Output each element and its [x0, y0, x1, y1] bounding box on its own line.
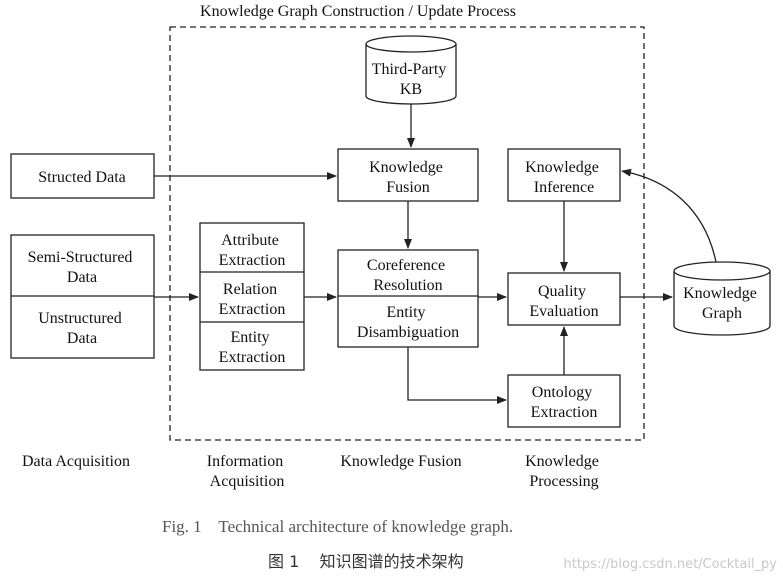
svg-text:Ontology Extraction: Ontology Extraction	[531, 384, 598, 421]
node-label: Ontology	[532, 384, 592, 401]
node-label: Third-Party	[372, 61, 447, 78]
svg-text:Coreference Resolution: Coreference Resolution	[367, 257, 449, 294]
svg-text:Entity Disambiguation: Entity Disambiguation	[357, 304, 459, 341]
node-label: Attribute	[221, 232, 279, 249]
arrow-graph-to-inference	[621, 168, 717, 263]
svg-text:Knowledge Fusion: Knowledge Fusion	[369, 159, 447, 196]
node-label: Knowledge	[525, 159, 599, 176]
node-label: Fusion	[386, 179, 430, 196]
node-label: Semi-Structured	[28, 249, 133, 266]
node-label: Coreference	[367, 257, 445, 274]
flow-arrows	[154, 104, 717, 404]
node-label: Inference	[534, 179, 594, 196]
stage-label-line: Acquisition	[210, 473, 285, 490]
node-label: Disambiguation	[357, 324, 459, 341]
svg-text:Knowledge Inference: Knowledge Inference	[525, 159, 603, 196]
quality-evaluation-box: Quality Evaluation	[507, 272, 621, 326]
node-label: Extraction	[531, 404, 598, 421]
node-label: Extraction	[219, 252, 286, 269]
watermark: https://blog.csdn.net/Cocktail_py	[564, 557, 778, 572]
node-label: Data	[67, 269, 97, 286]
construction-process-boundary	[169, 26, 645, 441]
information-extraction-stack: Attribute Extraction Relation Extraction…	[199, 222, 305, 371]
svg-text:Relation Extraction: Relation Extraction	[219, 281, 286, 318]
stage-label-line: Processing	[529, 473, 598, 490]
figure-caption-en: Fig. 1 Technical architecture of knowled…	[162, 517, 513, 536]
knowledge-inference-box: Knowledge Inference	[507, 148, 621, 202]
node-label: Unstructured	[38, 310, 122, 327]
node-label: KB	[400, 81, 422, 98]
svg-text:Entity Extraction: Entity Extraction	[219, 329, 286, 366]
node-label: Relation	[223, 281, 277, 298]
stage-label-line: Knowledge	[525, 453, 599, 470]
stage-label-line: Information	[207, 453, 283, 470]
semi-unstructured-data-box: Semi-Structured Data Unstructured Data	[10, 234, 155, 359]
node-label: Knowledge	[369, 159, 443, 176]
svg-text:Third-Party KB: Third-Party KB	[372, 61, 451, 98]
knowledge-graph-database: Knowledge Graph	[673, 261, 771, 336]
knowledge-fusion-box: Knowledge Fusion	[337, 148, 479, 202]
third-party-kb-database: Third-Party KB	[365, 35, 457, 105]
node-label: Graph	[702, 305, 742, 322]
stage-label-knowledge-processing: Knowledge Processing	[525, 453, 603, 490]
node-label: Quality	[538, 283, 586, 300]
structed-data-box: Structed Data	[10, 153, 155, 199]
node-label: Data	[67, 330, 97, 347]
ontology-extraction-box: Ontology Extraction	[507, 374, 621, 428]
svg-text:Attribute Extraction: Attribute Extraction	[219, 232, 286, 269]
stage-label-data-acquisition: Data Acquisition	[22, 453, 130, 470]
node-label: Resolution	[373, 277, 442, 294]
node-label: Evaluation	[529, 303, 598, 320]
coreference-disambiguation-box: Coreference Resolution Entity Disambigua…	[337, 249, 479, 348]
svg-text:Knowledge Graph: Knowledge Graph	[683, 285, 761, 322]
svg-text:Unstructured Data: Unstructured Data	[38, 310, 126, 347]
stage-label-knowledge-fusion: Knowledge Fusion	[340, 453, 461, 470]
svg-text:Quality Evaluation: Quality Evaluation	[529, 283, 598, 320]
stage-label-information-acquisition: Information Acquisition	[207, 453, 287, 490]
svg-text:Semi-Structured Data: Semi-Structured Data	[28, 249, 137, 286]
node-label: Extraction	[219, 349, 286, 366]
diagram-title: Knowledge Graph Construction / Update Pr…	[200, 3, 516, 20]
node-label: Entity	[386, 304, 425, 321]
arrow-disambiguation-to-ontology	[407, 347, 507, 404]
node-label: Knowledge	[683, 285, 757, 302]
node-label: Structed Data	[38, 169, 126, 186]
node-label: Entity	[230, 329, 269, 346]
node-label: Extraction	[219, 301, 286, 318]
figure-caption-cn: 图 1 知识图谱的技术架构	[268, 552, 464, 571]
